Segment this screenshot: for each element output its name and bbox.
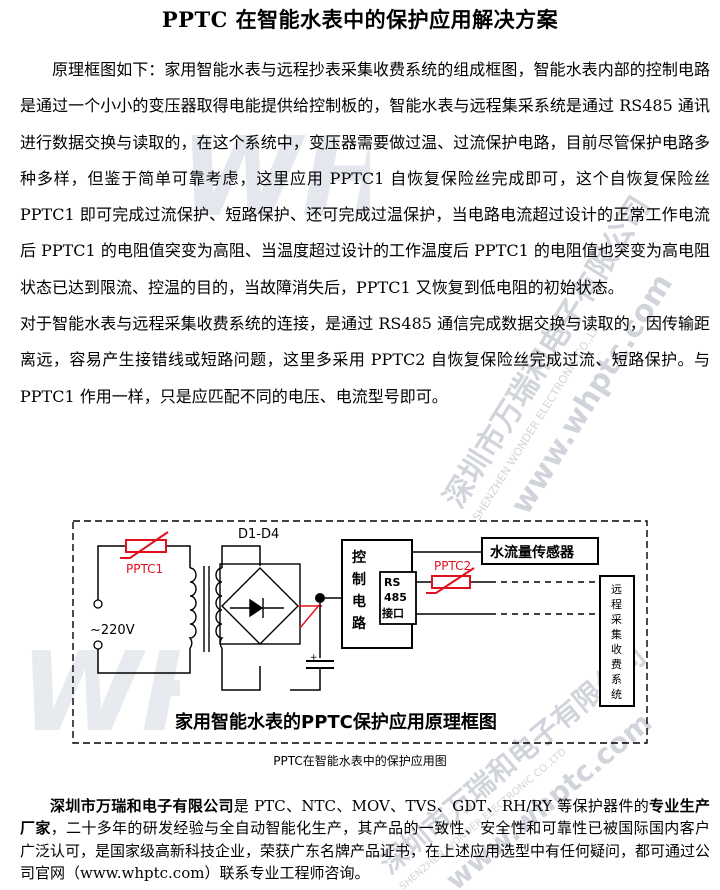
remote-system-box	[599, 575, 635, 707]
pptc2-symbol	[426, 567, 475, 594]
rs485-label: 485	[384, 591, 407, 604]
diagram-title: 家用智能水表的PPTC保护应用原理框图	[175, 711, 497, 733]
company-text: 是 PTC、NTC、MOV、TVS、GDT、RH/RY 等保护器件的	[233, 797, 650, 815]
company-info: 深圳市万瑞和电子有限公司是 PTC、NTC、MOV、TVS、GDT、RH/RY …	[20, 795, 710, 884]
paragraph: 原理框图如下：家用智能水表与远程抄表采集收费系统的组成框图，智能水表内部的控制电…	[20, 60, 710, 297]
company-highlight: 专业生产厂家	[20, 797, 710, 838]
rs485-label: RS	[384, 576, 400, 589]
remote-system-label: 收	[611, 642, 622, 656]
remote-system-label: 系	[611, 673, 622, 686]
figure-caption: PPTC在智能水表中的保护应用图	[273, 754, 447, 768]
control-label: 电	[352, 593, 366, 610]
remote-system-label: 费	[611, 658, 622, 671]
remote-system-label: 远	[611, 583, 622, 596]
body-text: 原理框图如下：家用智能水表与远程抄表采集收费系统的组成框图，智能水表内部的控制电…	[20, 52, 710, 415]
company-text: ，二十多年的研发经验与全自动智能化生产，其产品的一致性、安全性和可靠性已被国际国…	[20, 819, 711, 882]
remote-system-label: 程	[611, 598, 622, 611]
paragraph: 对于智能水表与远程采集收费系统的连接，是通过 RS485 通信完成数据交换与读取…	[20, 314, 710, 406]
pptc1-label: PPTC1	[126, 562, 163, 576]
remote-system-label: 集	[611, 627, 622, 641]
transformer-icon	[188, 566, 224, 652]
company-name: 深圳市万瑞和电子有限公司	[50, 797, 234, 815]
diagram-frame	[72, 520, 648, 744]
pptc2-label: PPTC2	[434, 559, 471, 573]
rs485-label: 接口	[382, 606, 404, 620]
svg-text:+: +	[310, 653, 318, 663]
remote-system-label: 统	[611, 688, 622, 701]
bridge-label: D1-D4	[238, 527, 279, 542]
remote-system-label: 采	[611, 613, 622, 626]
control-label: 控	[352, 549, 366, 566]
control-label: 制	[352, 571, 366, 588]
bridge-rectifier-icon	[219, 563, 301, 645]
flow-sensor-box	[481, 537, 599, 565]
circuit-diagram: ~220V PPTC1 D1-D4 + 控 制 电 路	[72, 520, 648, 744]
voltage-label: ~220V	[90, 623, 135, 638]
pptc1-symbol	[120, 531, 169, 559]
junction-node	[315, 593, 325, 603]
page-title: PPTC 在智能水表中的保护应用解决方案	[161, 7, 559, 32]
flow-sensor-label: 水流量传感器	[490, 544, 575, 561]
rs485-box	[379, 571, 417, 625]
control-label: 路	[352, 615, 367, 632]
